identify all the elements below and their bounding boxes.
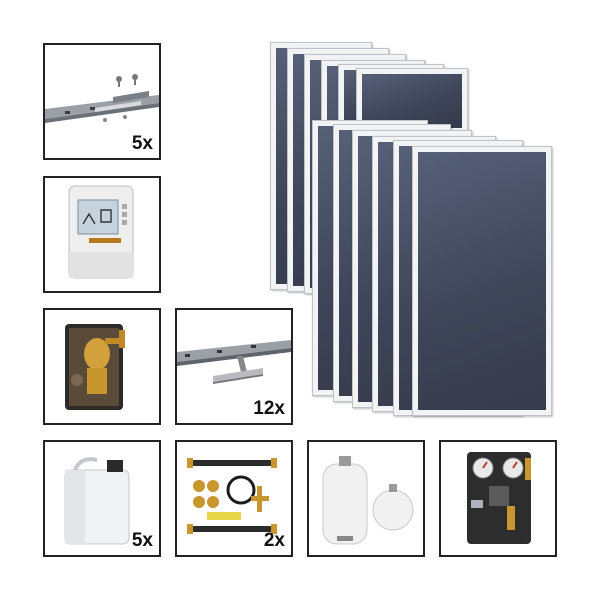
pump-station-small-box [43, 308, 161, 425]
solar-controller-icon [68, 185, 134, 279]
solar-collector-6 [356, 68, 468, 134]
fluid-canister-quantity: 5x [131, 530, 153, 551]
mount-rails-box: 5x [43, 43, 161, 160]
solar-station-icon [467, 452, 531, 544]
collector-glass [418, 152, 546, 410]
expansion-vessels-box [307, 440, 425, 557]
controller-box [43, 176, 161, 293]
pipe-connectors-quantity: 2x [263, 530, 285, 551]
mounting-rail-icon [45, 74, 159, 123]
mount-rails-quantity: 5x [131, 133, 153, 154]
canister-icon [64, 457, 130, 545]
solar-station-box [439, 440, 557, 557]
solar-collector-12 [412, 146, 552, 416]
fluid-canister-box: 5x [43, 440, 161, 557]
pipe-connectors-box: 2x [175, 440, 293, 557]
roof-hook-icon [177, 340, 291, 384]
expansion-vessel-icon [322, 456, 414, 545]
pipe-connector-icon [187, 458, 277, 534]
roof-hooks-box: 12x [175, 308, 293, 425]
collector-glass [362, 74, 462, 128]
roof-hooks-quantity: 12x [253, 398, 285, 419]
pump-station-icon [65, 324, 125, 410]
